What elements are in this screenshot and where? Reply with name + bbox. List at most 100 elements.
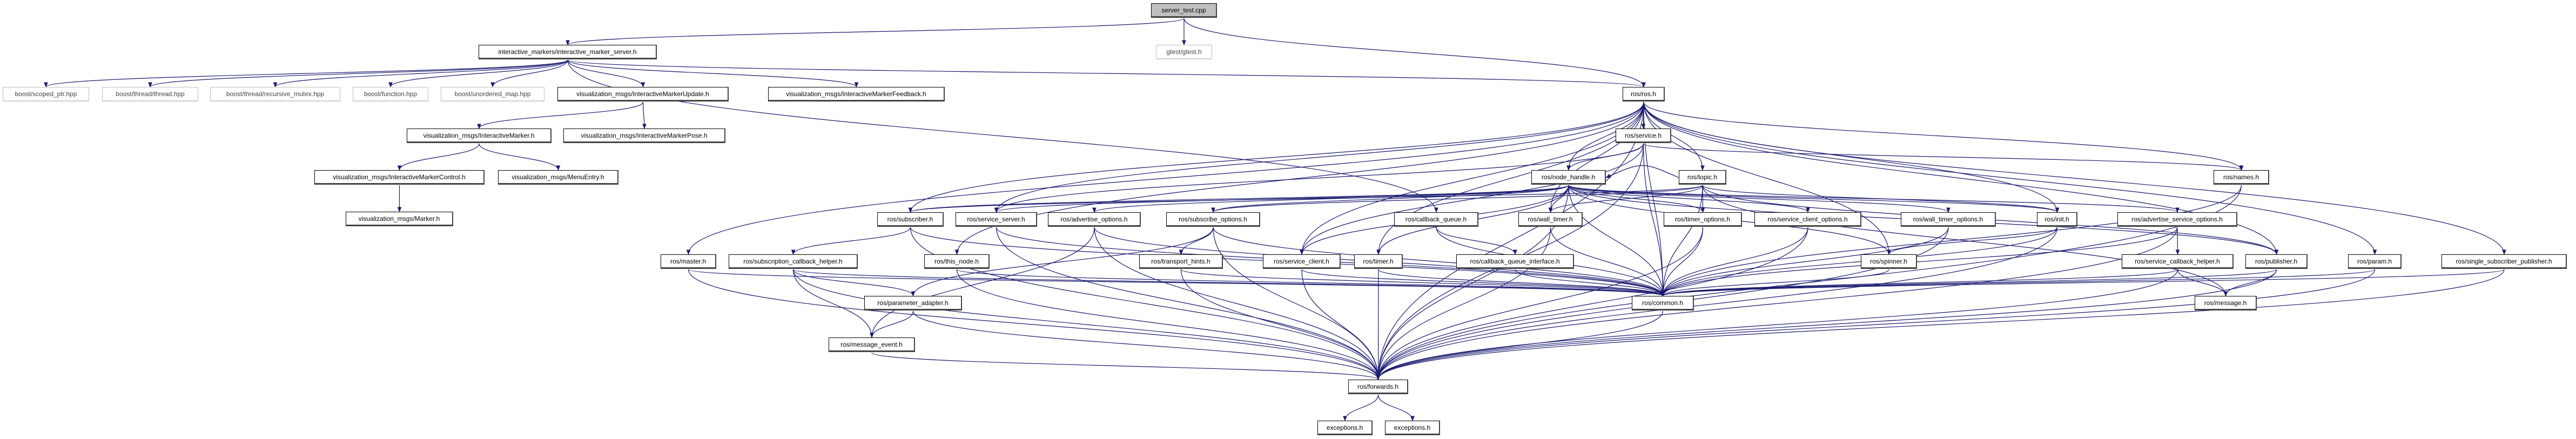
edge-sclient-to-forwards (1301, 269, 1381, 380)
edge-ims-to-b1 (44, 59, 568, 87)
edge-subopt-to-common (1213, 227, 1665, 296)
edge-forwards-to-exc1 (1343, 394, 1379, 421)
edge-service-to-sclient (1300, 143, 1644, 255)
edge-scbh-to-message (2177, 269, 2228, 296)
graph-node-common[interactable]: ros/common.h (1632, 296, 1694, 310)
graph-node-b2[interactable]: boost/thread/thread.hpp (102, 87, 198, 102)
edge-subscriber-to-sch (791, 227, 911, 255)
edge-sch-to-forwards (792, 269, 1381, 380)
graph-node-master[interactable]: ros/master.h (661, 254, 716, 269)
graph-node-forwards[interactable]: ros/forwards.h (1348, 380, 1408, 394)
graph-node-b4[interactable]: boost/function.hpp (353, 87, 428, 102)
graph-node-scopt[interactable]: ros/service_client_options.h (1754, 212, 1861, 227)
graph-node-b3[interactable]: boost/thread/recursive_mutex.hpp (210, 87, 340, 102)
edge-topic-to-subopt (1211, 185, 1703, 213)
edge-topic-to-wtimer (1548, 185, 1703, 213)
graph-node-subscriber[interactable]: ros/subscriber.h (877, 212, 944, 227)
edge-rosh-to-publisher (1643, 102, 2279, 255)
edge-asopt-to-scbh (2175, 227, 2180, 255)
edge-names-to-common (1660, 185, 2242, 296)
graph-node-imp[interactable]: visualization_msgs/InteractiveMarkerPose… (563, 129, 725, 143)
edge-advopt-to-forwards (1094, 227, 1381, 380)
graph-node-menu[interactable]: visualization_msgs/MenuEntry.h (498, 170, 618, 185)
graph-node-cbqi[interactable]: ros/callback_queue_interface.h (1456, 254, 1574, 269)
graph-node-ssp[interactable]: ros/single_subscriber_publisher.h (2442, 254, 2567, 269)
edge-nh-to-topt (1568, 185, 1705, 213)
edge-imu-to-im (477, 102, 644, 129)
edge-cbq-to-cbqi (1436, 227, 1517, 255)
edge-wtimer-to-forwards (1376, 227, 1551, 380)
edge-ssp-to-common (1661, 269, 2505, 296)
edge-sserver-to-forwards (996, 227, 1381, 380)
graph-node-timer[interactable]: ros/timer.h (1354, 254, 1403, 269)
graph-node-exc2[interactable]: exceptions.h (1385, 421, 1440, 435)
edge-rosh-to-forwards (1376, 102, 1644, 380)
graph-node-imc[interactable]: visualization_msgs/InteractiveMarkerCont… (314, 170, 485, 185)
graph-node-gtest[interactable]: gtest/gtest.h (1156, 45, 1212, 59)
graph-node-spinner[interactable]: ros/spinner.h (1861, 254, 1917, 269)
graph-node-service[interactable]: ros/service.h (1616, 129, 1671, 143)
edge-mevent-to-forwards (871, 352, 1381, 380)
graph-node-nh[interactable]: ros/node_handle.h (1531, 170, 1606, 185)
graph-node-ims[interactable]: interactive_markers/interactive_marker_s… (479, 45, 657, 59)
edge-nh-to-init (1568, 185, 2060, 213)
edge-nh-to-scopt (1568, 185, 1810, 213)
edge-common-to-forwards (1376, 310, 1664, 380)
edge-rosh-to-names (1643, 102, 2244, 171)
graph-node-exc1[interactable]: exceptions.h (1317, 421, 1373, 435)
edge-scopt-to-forwards (1376, 227, 1808, 380)
graph-node-topic[interactable]: ros/topic.h (1679, 170, 1726, 185)
edge-nh-to-wtopt (1568, 185, 1951, 213)
edge-nh-to-sserver (994, 185, 1569, 213)
edge-sch-to-padapter (792, 269, 916, 296)
edge-ims-to-b4 (388, 59, 568, 87)
graph-node-publisher[interactable]: ros/publisher.h (2245, 254, 2308, 269)
edge-padapter-to-forwards (912, 310, 1381, 380)
edge-ims-to-imu (567, 59, 645, 87)
graph-node-im[interactable]: visualization_msgs/InteractiveMarker.h (407, 129, 551, 143)
edge-im-to-imc (397, 143, 480, 171)
graph-node-asopt[interactable]: ros/advertise_service_options.h (2117, 212, 2237, 227)
edge-topic-to-init (1702, 185, 2060, 213)
edge-subopt-to-padapter (911, 227, 1214, 296)
graph-node-padapter[interactable]: ros/parameter_adapter.h (864, 296, 962, 310)
edge-ims-to-b2 (148, 59, 568, 87)
graph-node-wtimer[interactable]: ros/wall_timer.h (1518, 212, 1583, 227)
edge-sch-to-common (792, 269, 1665, 296)
graph-node-init[interactable]: ros/init.h (2037, 212, 2077, 227)
graph-node-b5[interactable]: boost/unordered_map.hpp (441, 87, 544, 102)
graph-node-sch[interactable]: ros/subscription_callback_helper.h (729, 254, 858, 269)
edge-rosh-to-ssp (1643, 102, 2506, 255)
graph-node-cbq[interactable]: ros/callback_queue.h (1394, 212, 1478, 227)
graph-node-b1[interactable]: boost/scoped_ptr.hpp (3, 87, 89, 102)
graph-node-sclient[interactable]: ros/service_client.h (1263, 254, 1341, 269)
edge-spinner-to-common (1660, 269, 1889, 296)
graph-node-names[interactable]: ros/names.h (2214, 170, 2269, 185)
edge-scopt-to-common (1660, 227, 1808, 296)
graph-node-imu[interactable]: visualization_msgs/InteractiveMarkerUpda… (557, 87, 729, 102)
edge-padapter-to-mevent (870, 310, 914, 338)
graph-node-imf[interactable]: visualization_msgs/InteractiveMarkerFeed… (768, 87, 945, 102)
graph-node-marker[interactable]: visualization_msgs/Marker.h (346, 212, 453, 226)
graph-node-subopt[interactable]: ros/subscribe_options.h (1166, 212, 1260, 227)
graph-node-scbh[interactable]: ros/service_callback_helper.h (2122, 254, 2234, 269)
edge-wtopt-to-common (1660, 227, 1949, 296)
graph-node-message[interactable]: ros/message.h (2195, 296, 2257, 310)
edge-nh-to-advopt (1092, 185, 1569, 213)
graph-node-root[interactable]: server_test.cpp (1151, 3, 1217, 18)
edge-rosh-to-sserver (994, 102, 1644, 213)
edge-thisnode-to-common (956, 269, 1665, 296)
edge-topic-to-common (1660, 185, 1703, 296)
graph-node-wtopt[interactable]: ros/wall_timer_options.h (1901, 212, 1996, 227)
graph-node-rosh[interactable]: ros/ros.h (1623, 87, 1665, 102)
graph-node-advopt[interactable]: ros/advertise_options.h (1048, 212, 1141, 227)
edge-init-to-forwards (1376, 227, 2058, 380)
graph-node-thints[interactable]: ros/transport_hints.h (1139, 254, 1223, 269)
graph-node-sserver[interactable]: ros/service_server.h (956, 212, 1037, 227)
graph-node-param[interactable]: ros/param.h (2348, 254, 2402, 269)
graph-node-mevent[interactable]: ros/message_event.h (829, 337, 915, 352)
graph-node-topt[interactable]: ros/timer_options.h (1664, 212, 1742, 227)
edge-rosh-to-subscriber (908, 102, 1644, 213)
edge-imu-to-imp (642, 102, 647, 129)
graph-node-thisnode[interactable]: ros/this_node.h (924, 254, 990, 269)
